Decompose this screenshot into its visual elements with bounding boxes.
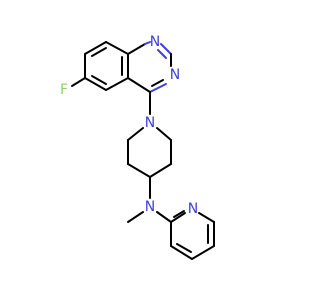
bond	[191, 245, 215, 260]
bond	[156, 127, 172, 141]
bond	[105, 77, 129, 91]
piperidine-ring	[127, 127, 172, 178]
bond	[127, 127, 144, 141]
atom-label-quinazoline-n3: N	[170, 67, 180, 83]
bond	[149, 163, 172, 178]
bond	[127, 43, 146, 55]
atom-label-pyridine-n: N	[188, 201, 198, 217]
bond-to-fluorine	[71, 77, 86, 87]
bond	[160, 43, 172, 55]
atom-label-quinazoline-n1: N	[150, 34, 160, 50]
bond-double-inner	[157, 49, 167, 59]
atom-label-piperidine-n: N	[145, 115, 155, 131]
bond	[105, 41, 129, 55]
bond	[84, 41, 107, 55]
bond	[170, 212, 186, 223]
bond	[127, 163, 151, 178]
bond-double-inner	[173, 210, 185, 218]
bond-double-inner	[176, 243, 192, 253]
benzo-ring	[84, 41, 129, 91]
bond-amine-pyridine	[156, 211, 172, 223]
pyrimidine-ring	[127, 41, 172, 93]
pyridine-ring	[170, 210, 215, 260]
bond	[149, 83, 167, 93]
bond-methyl	[127, 211, 144, 223]
bond	[127, 77, 151, 93]
bond	[198, 212, 215, 223]
bond	[170, 245, 193, 260]
bond	[84, 77, 107, 91]
atom-label-fluorine: F	[60, 82, 68, 98]
bond-double-inner	[91, 47, 107, 57]
bond-double-inner	[91, 75, 107, 85]
bond-double-inner	[151, 79, 164, 87]
bond	[144, 41, 151, 45]
atom-label-amine-n: N	[145, 199, 155, 215]
molecule-structure-diagram: F N N N N N	[60, 34, 215, 260]
